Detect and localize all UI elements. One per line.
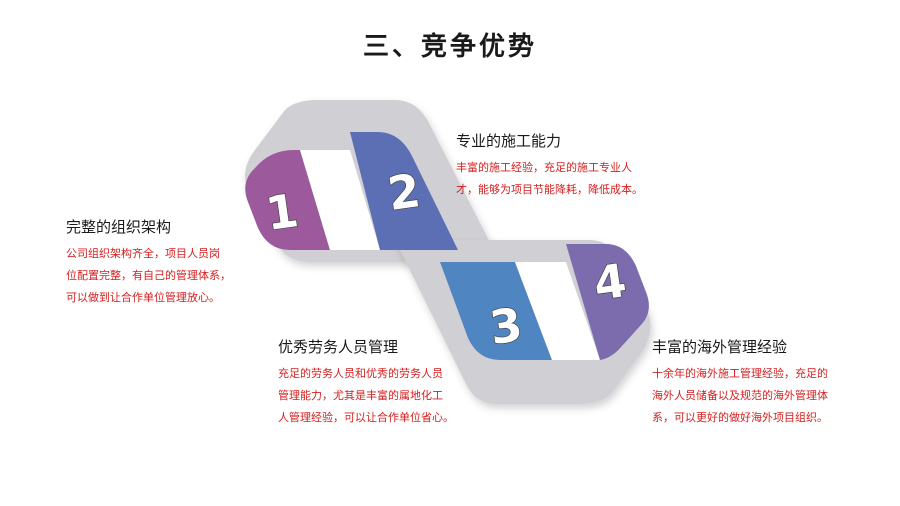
advantage-line: 系，可以更好的做好海外项目组织。	[652, 411, 828, 424]
advantage-line: 海外人员储备以及规范的海外管理体	[652, 389, 828, 402]
page-title: 三、竞争优势	[362, 32, 537, 62]
advantage-line: 位配置完整，有自己的管理体系，	[66, 269, 231, 282]
advantage-description: 丰富的施工经验，充足的施工专业人 才，能够为项目节能降耗，降低成本。	[456, 157, 706, 201]
badge-2-number: 2	[384, 163, 423, 221]
advantage-line: 管理能力，尤其是丰富的属地化工	[278, 389, 443, 402]
advantage-title: 丰富的海外管理经验	[652, 338, 788, 356]
advantage-block-overseas: 丰富的海外管理经验 十余年的海外施工管理经验，充足的 海外人员储备以及规范的海外…	[652, 336, 888, 429]
advantage-title: 优秀劳务人员管理	[278, 338, 399, 356]
advantage-line: 十余年的海外施工管理经验，充足的	[652, 367, 828, 380]
advantage-block-construction: 专业的施工能力 丰富的施工经验，充足的施工专业人 才，能够为项目节能降耗，降低成…	[456, 130, 706, 201]
segment-3	[440, 262, 552, 360]
advantage-line: 充足的劳务人员和优秀的劳务人员	[278, 367, 443, 380]
advantage-description: 十余年的海外施工管理经验，充足的 海外人员储备以及规范的海外管理体 系，可以更好…	[652, 363, 888, 429]
advantage-description: 充足的劳务人员和优秀的劳务人员 管理能力，尤其是丰富的属地化工 人管理经验，可以…	[278, 363, 498, 429]
segment-4	[566, 244, 649, 360]
advantage-line: 公司组织架构齐全，项目人员岗	[66, 247, 220, 260]
segment-1	[245, 150, 330, 250]
segment-gap-bottom	[515, 262, 600, 360]
badge-1-number: 1	[262, 183, 301, 241]
advantage-block-labor: 优秀劳务人员管理 充足的劳务人员和优秀的劳务人员 管理能力，尤其是丰富的属地化工…	[278, 336, 498, 429]
advantage-description: 公司组织架构齐全，项目人员岗 位配置完整，有自己的管理体系， 可以做到让合作单位…	[66, 243, 276, 309]
segment-gap-top	[300, 150, 380, 250]
advantage-block-organization: 完整的组织架构 公司组织架构齐全，项目人员岗 位配置完整，有自己的管理体系， 可…	[66, 216, 276, 309]
badge-3-number: 3	[486, 297, 525, 355]
segment-2	[350, 132, 458, 250]
advantage-line: 才，能够为项目节能降耗，降低成本。	[456, 183, 643, 196]
advantage-line: 人管理经验，可以让合作单位省心。	[278, 411, 454, 424]
advantage-title: 完整的组织架构	[66, 218, 172, 236]
advantage-line: 丰富的施工经验，充足的施工专业人	[456, 161, 632, 174]
advantage-line: 可以做到让合作单位管理放心。	[66, 291, 220, 304]
advantage-title: 专业的施工能力	[456, 132, 562, 150]
